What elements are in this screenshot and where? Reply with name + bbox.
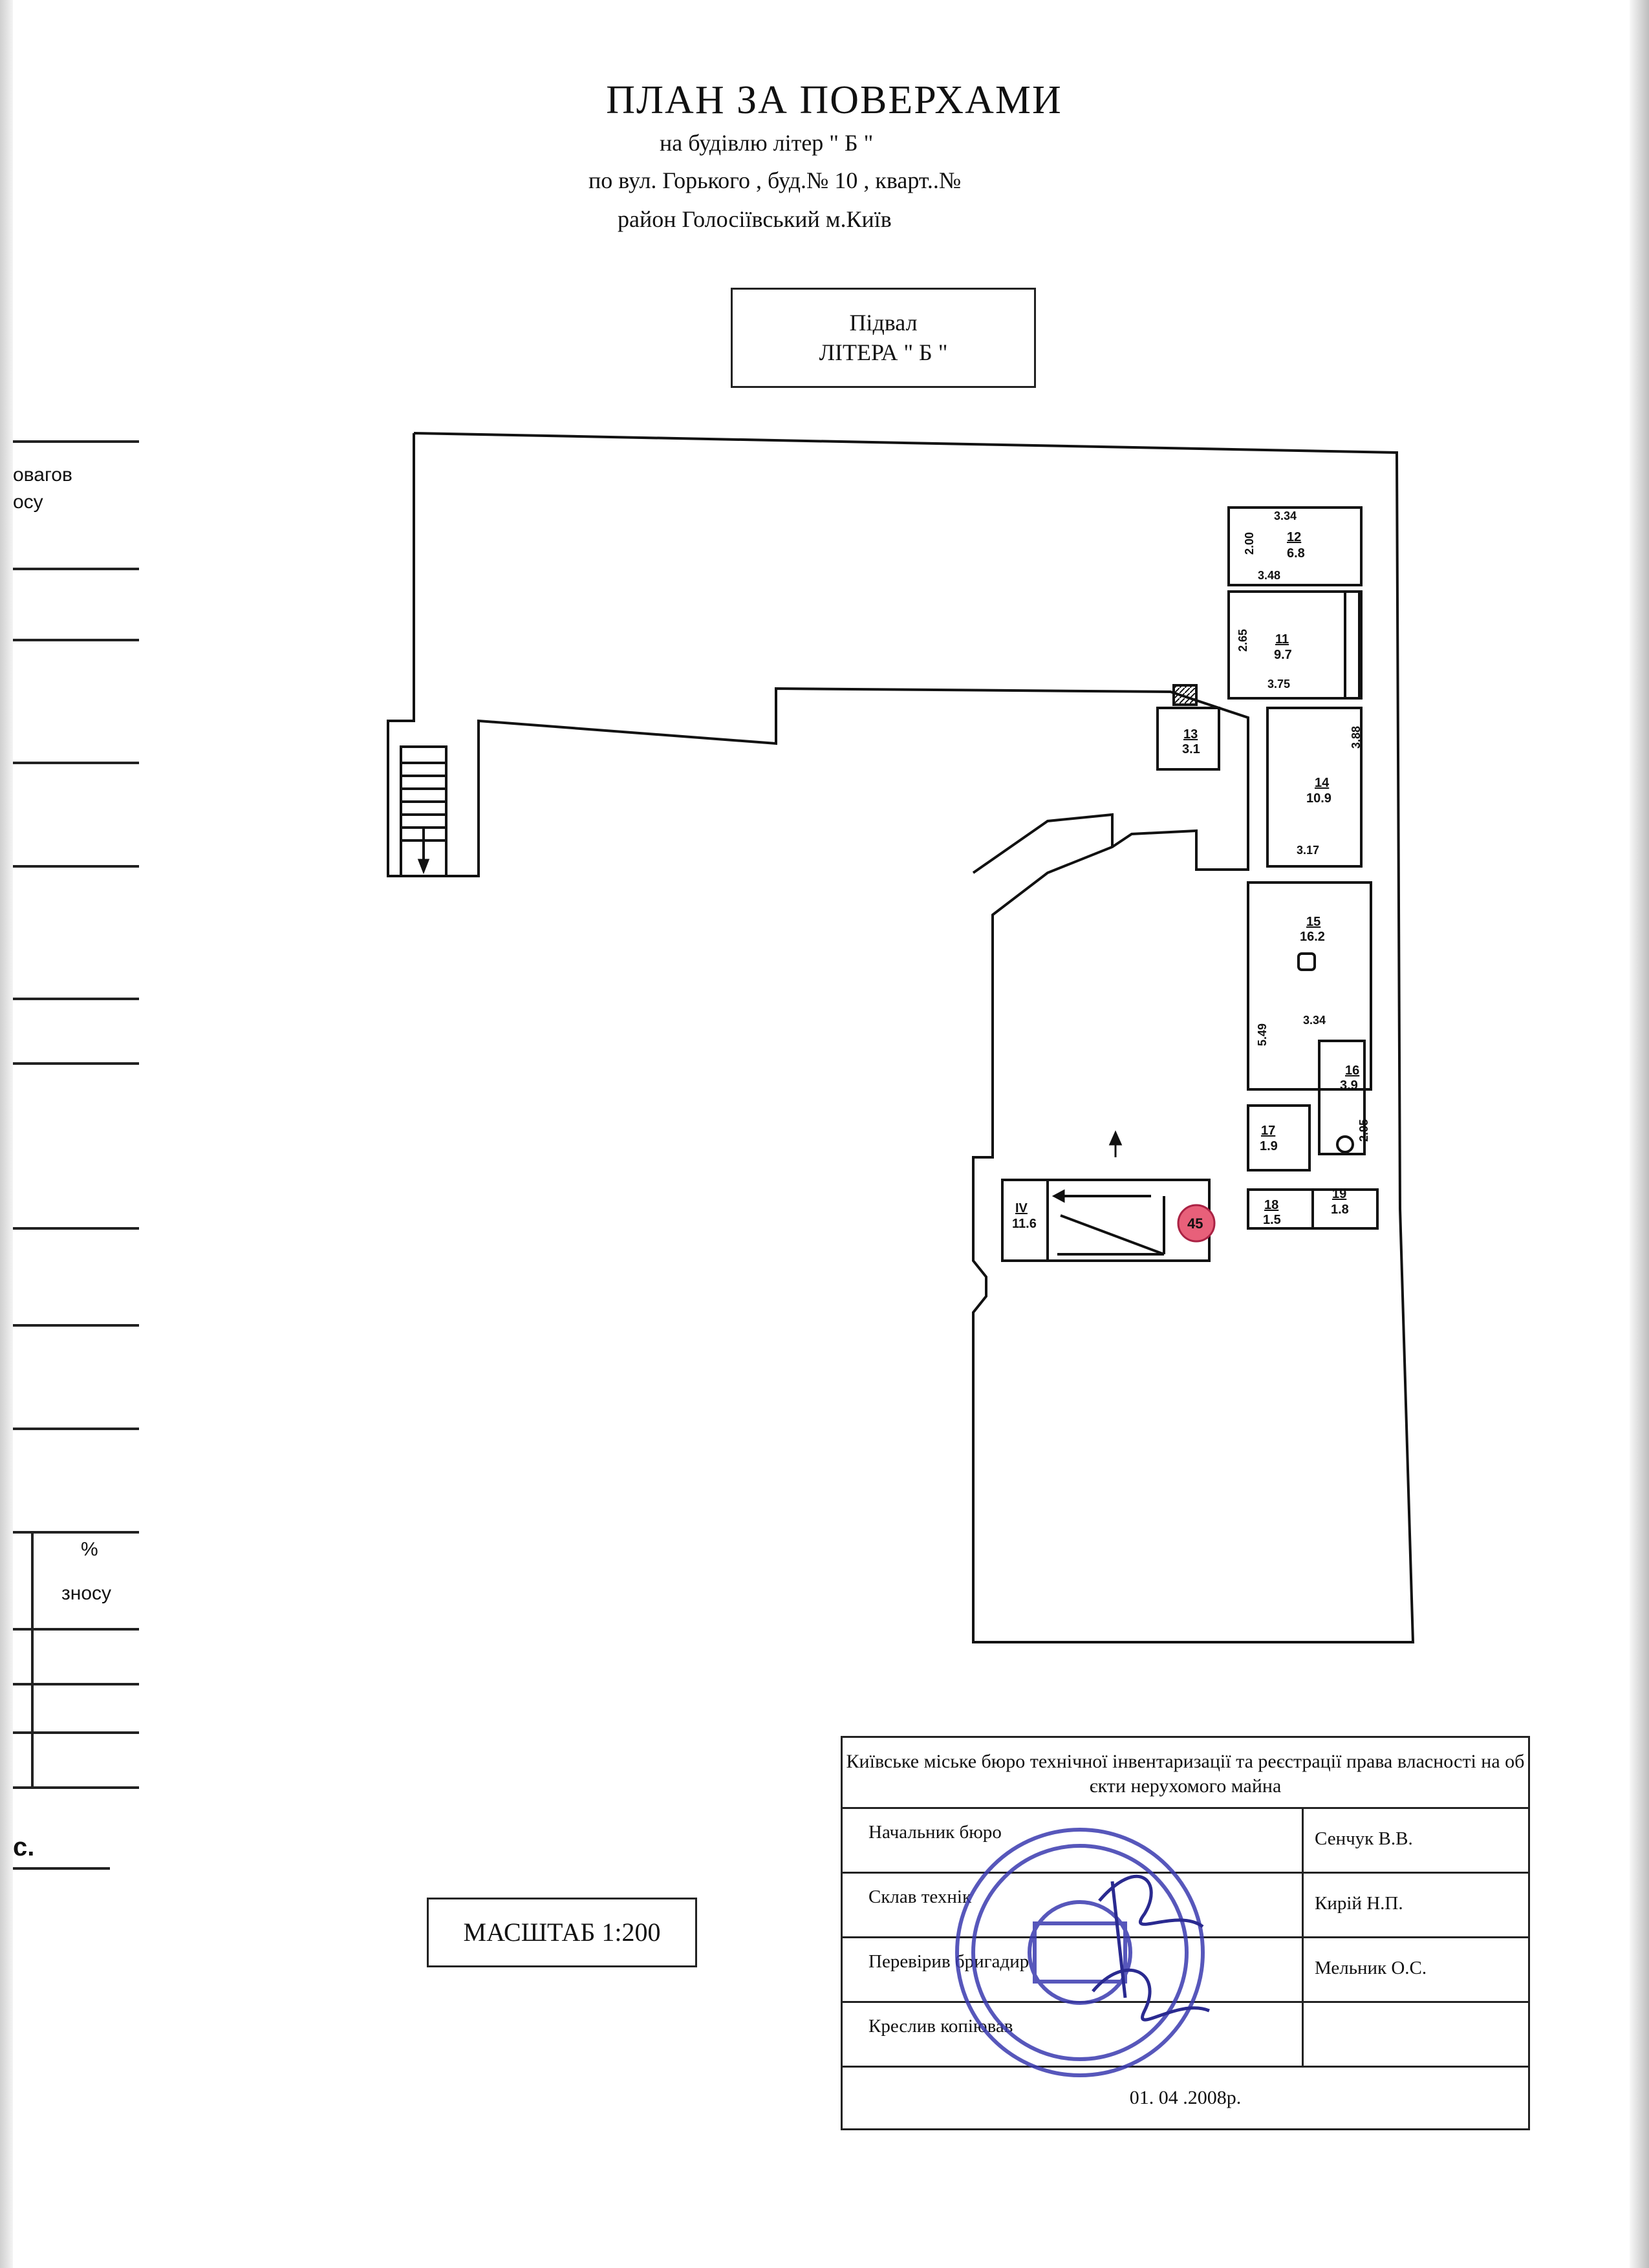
room-11-dim: 2.65 (1236, 628, 1250, 652)
role-label: Перевірив бригадир (868, 1951, 1029, 1972)
title-line-district: район Голосіївський м.Київ (618, 206, 892, 232)
column-divider (1302, 1809, 1304, 2068)
room-12-dim: 3.34 (1274, 509, 1297, 522)
bureau-name: Київське міське бюро технічної інвентари… (843, 1738, 1528, 1809)
side-fragment: % (81, 1539, 98, 1560)
room-14-area: 10.9 (1306, 791, 1331, 806)
room-16-dim: 2.95 (1357, 1118, 1371, 1142)
stamp-row: Перевірив бригадир Мельник О.С. (843, 1938, 1528, 2003)
role-label: Начальник бюро (868, 1822, 1002, 1843)
room-11-dim: 3.75 (1267, 678, 1291, 690)
room-iv-area: 11.6 (1012, 1217, 1037, 1231)
room-11-id: 11 (1275, 632, 1289, 647)
page-title: ПЛАН ЗА ПОВЕРХАМИ (606, 78, 1062, 122)
official-seal (955, 1828, 1210, 2077)
floor-label-box: Підвал ЛІТЕРА " Б " (731, 288, 1036, 388)
signatory-name: Мельник О.С. (1315, 1958, 1427, 1978)
room-18-area: 1.5 (1263, 1213, 1281, 1227)
room-14-id: 14 (1315, 776, 1330, 790)
building-letter: ЛІТЕРА " Б " (819, 339, 948, 365)
room-17-area: 1.9 (1260, 1139, 1278, 1153)
scan-edge-left (0, 0, 13, 2268)
room-11-area: 9.7 (1274, 648, 1292, 662)
side-fragment: с. (13, 1833, 35, 1861)
side-fragment: осу (13, 491, 43, 513)
room-18-id: 18 (1264, 1198, 1279, 1212)
room-13-area: 3.1 (1182, 742, 1200, 756)
room-15-area: 16.2 (1300, 930, 1325, 944)
room-12-id: 12 (1287, 530, 1302, 544)
room-15-dim: 5.49 (1256, 1023, 1269, 1047)
room-19-area: 1.8 (1331, 1203, 1349, 1217)
room-12-dim: 2.00 (1243, 531, 1256, 555)
room-14-dim: 3.17 (1297, 844, 1320, 857)
floor-name: Підвал (849, 310, 918, 336)
stamp-row: Креслив копіював (843, 2003, 1528, 2068)
room-12-dim: 3.48 (1258, 569, 1281, 582)
signatory-name: Кирій Н.П. (1315, 1893, 1403, 1914)
room-iv-id: IV (1015, 1201, 1028, 1215)
room-13-id: 13 (1183, 727, 1198, 742)
side-fragment: зносу (61, 1583, 112, 1604)
title-line-building: на будівлю літер " Б " (660, 130, 874, 156)
title-line-address: по вул. Горького , буд.№ 10 , кварт..№ (588, 167, 962, 193)
room-14-dim: 3.88 (1350, 725, 1363, 749)
scale-box: МАСШТАБ 1:200 (427, 1898, 697, 1967)
room-16-id: 16 (1345, 1064, 1360, 1078)
room-15-dim: 3.34 (1303, 1014, 1326, 1027)
room-15-id: 15 (1306, 915, 1321, 929)
room-19-id: 19 (1332, 1187, 1347, 1201)
room-16-area: 3.9 (1340, 1078, 1358, 1093)
signatory-name: Сенчук В.В. (1315, 1828, 1413, 1849)
scan-edge-right (1630, 0, 1649, 2268)
side-fragment: овагов (13, 464, 72, 486)
side-table-lines (13, 440, 139, 1870)
document-date: 01. 04 .2008р. (1129, 2087, 1242, 2108)
marker-45-label: 45 (1187, 1215, 1203, 1232)
room-12-area: 6.8 (1287, 546, 1305, 561)
role-label: Склав технік (868, 1887, 972, 1907)
stamp-row: Начальник бюро Сенчук В.В. (843, 1809, 1528, 1874)
room-17-id: 17 (1261, 1124, 1276, 1138)
